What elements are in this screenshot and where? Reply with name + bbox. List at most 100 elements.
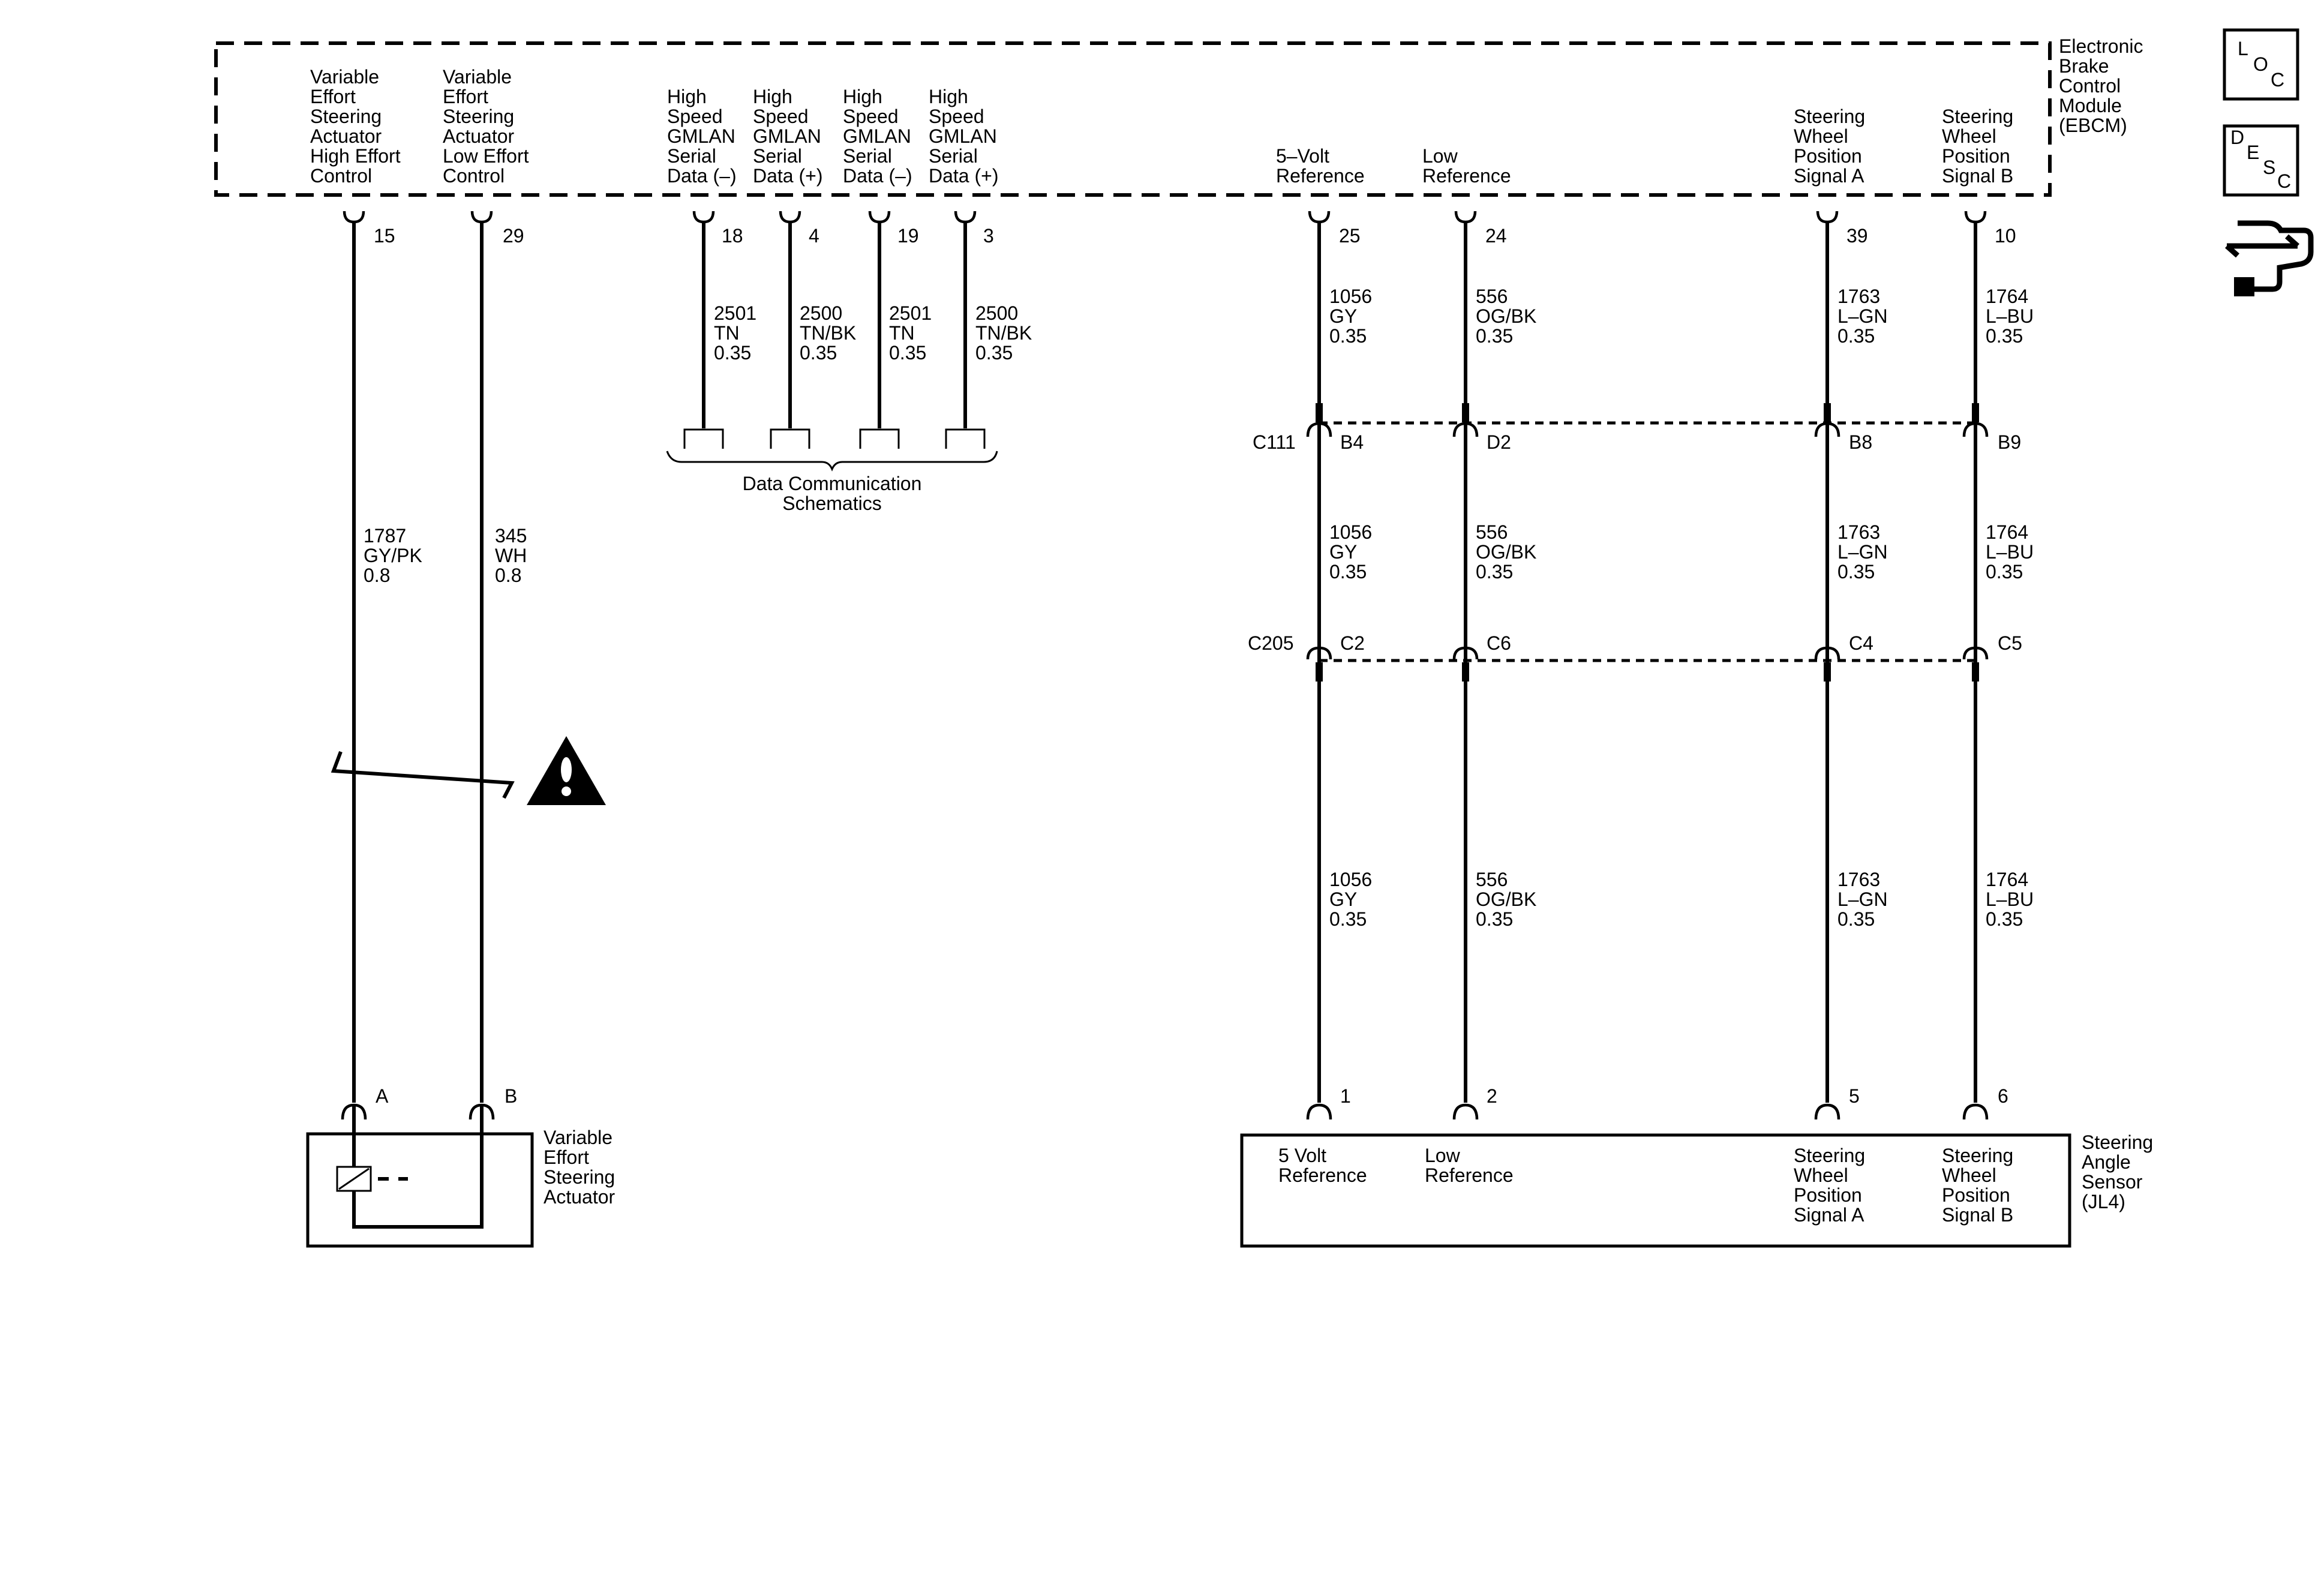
svg-text:Wheel: Wheel bbox=[1942, 1164, 1996, 1186]
svg-text:Serial: Serial bbox=[843, 145, 892, 167]
svg-text:Position: Position bbox=[1794, 145, 1862, 167]
svg-text:GY: GY bbox=[1329, 541, 1357, 563]
sensor-pin-label: Steering Wheel Position Signal B bbox=[1942, 1145, 2013, 1226]
svg-text:Data (+): Data (+) bbox=[753, 165, 822, 187]
svg-text:Data Communication: Data Communication bbox=[743, 473, 922, 494]
svg-text:556: 556 bbox=[1476, 869, 1508, 890]
connector-c111 bbox=[1306, 403, 1989, 437]
c205-pin-label: C2 bbox=[1340, 632, 1365, 654]
svg-text:O: O bbox=[2253, 53, 2268, 75]
svg-text:2500: 2500 bbox=[800, 302, 842, 324]
sensor-wires bbox=[1317, 222, 1977, 1103]
actuator-label: Variable Effort Steering Actuator bbox=[544, 1127, 615, 1208]
svg-text:Reference: Reference bbox=[1425, 1164, 1514, 1186]
svg-text:0.35: 0.35 bbox=[1986, 325, 2023, 347]
svg-text:Effort: Effort bbox=[443, 86, 488, 107]
connector-c205-label: C205 bbox=[1248, 632, 1294, 654]
svg-text:GMLAN: GMLAN bbox=[753, 125, 821, 147]
svg-text:Wheel: Wheel bbox=[1794, 125, 1848, 147]
svg-text:Speed: Speed bbox=[667, 106, 723, 127]
svg-text:Data (–): Data (–) bbox=[843, 165, 912, 187]
svg-text:0.35: 0.35 bbox=[1476, 325, 1513, 347]
ebcm-pin-number: 39 bbox=[1846, 225, 1868, 247]
ebcm-pin-number: 10 bbox=[1995, 225, 2016, 247]
svg-text:0.35: 0.35 bbox=[1476, 561, 1513, 583]
svg-text:OG/BK: OG/BK bbox=[1476, 305, 1536, 327]
wire-label-556: 556 OG/BK 0.35 bbox=[1476, 521, 1536, 583]
svg-text:GMLAN: GMLAN bbox=[843, 125, 911, 147]
svg-text:Low: Low bbox=[1422, 145, 1458, 167]
sensor-pin-label: Low Reference bbox=[1425, 1145, 1514, 1186]
wire-label-1056: 1056 GY 0.35 bbox=[1329, 286, 1372, 347]
svg-text:556: 556 bbox=[1476, 286, 1508, 307]
svg-text:0.35: 0.35 bbox=[975, 342, 1013, 364]
ebcm-terminal-18 bbox=[692, 211, 715, 224]
svg-text:1056: 1056 bbox=[1329, 869, 1372, 890]
svg-text:2501: 2501 bbox=[714, 302, 756, 324]
svg-text:L–BU: L–BU bbox=[1986, 541, 2034, 563]
svg-text:TN/BK: TN/BK bbox=[975, 322, 1032, 344]
ebcm-pin-label-3: High Speed GMLAN Serial Data (+) bbox=[929, 86, 998, 187]
svg-text:OG/BK: OG/BK bbox=[1476, 541, 1536, 563]
svg-text:Steering: Steering bbox=[1942, 1145, 2013, 1166]
svg-text:High: High bbox=[753, 86, 792, 107]
svg-text:TN: TN bbox=[714, 322, 740, 344]
svg-text:Steering: Steering bbox=[443, 106, 514, 127]
svg-text:1763: 1763 bbox=[1837, 869, 1880, 890]
svg-text:0.35: 0.35 bbox=[889, 342, 926, 364]
svg-text:0.35: 0.35 bbox=[1329, 325, 1367, 347]
data-wire-label: 2501 TN 0.35 bbox=[889, 302, 932, 364]
svg-text:Angle: Angle bbox=[2082, 1151, 2131, 1173]
loc-icon[interactable]: L O C bbox=[2223, 28, 2299, 101]
desc-icon[interactable]: D E S C bbox=[2223, 124, 2299, 197]
sensor-pin-number: 1 bbox=[1340, 1085, 1351, 1107]
svg-text:Signal A: Signal A bbox=[1794, 165, 1864, 187]
svg-text:Speed: Speed bbox=[753, 106, 809, 127]
ebcm-terminal-25 bbox=[1308, 211, 1331, 224]
svg-text:Reference: Reference bbox=[1278, 1164, 1367, 1186]
wire-label-1763: 1763 L–GN 0.35 bbox=[1837, 286, 1888, 347]
svg-text:GY/PK: GY/PK bbox=[364, 545, 422, 566]
wire-label-1764: 1764 L–BU 0.35 bbox=[1986, 521, 2034, 583]
svg-text:Electronic: Electronic bbox=[2059, 35, 2143, 57]
ebcm-terminal-19 bbox=[868, 211, 891, 224]
solenoid-symbol bbox=[336, 1105, 484, 1229]
svg-text:Schematics: Schematics bbox=[782, 493, 881, 514]
ebcm-terminal-4 bbox=[779, 211, 801, 224]
svg-text:L–GN: L–GN bbox=[1837, 541, 1888, 563]
data-wire-label: 2500 TN/BK 0.35 bbox=[800, 302, 856, 364]
svg-text:Position: Position bbox=[1942, 1184, 2010, 1206]
svg-text:Signal A: Signal A bbox=[1794, 1204, 1864, 1226]
svg-text:556: 556 bbox=[1476, 521, 1508, 543]
ebcm-pin-number: 4 bbox=[809, 225, 819, 247]
svg-text:Steering: Steering bbox=[1794, 106, 1865, 127]
svg-text:WH: WH bbox=[495, 545, 527, 566]
svg-text:OG/BK: OG/BK bbox=[1476, 888, 1536, 910]
connector-end-view-icon[interactable] bbox=[2225, 220, 2314, 296]
svg-text:2500: 2500 bbox=[975, 302, 1018, 324]
svg-text:0.35: 0.35 bbox=[1476, 908, 1513, 930]
connector-c205 bbox=[1306, 646, 1989, 682]
ebcm-terminal-15 bbox=[343, 211, 365, 224]
svg-text:Variable: Variable bbox=[544, 1127, 612, 1148]
ebcm-terminals bbox=[343, 211, 1987, 224]
svg-text:Speed: Speed bbox=[843, 106, 899, 127]
svg-text:S: S bbox=[2263, 157, 2275, 178]
svg-text:Steering: Steering bbox=[1942, 106, 2013, 127]
svg-text:1787: 1787 bbox=[364, 525, 406, 547]
svg-text:Effort: Effort bbox=[310, 86, 356, 107]
svg-text:High: High bbox=[929, 86, 968, 107]
svg-text:Serial: Serial bbox=[753, 145, 802, 167]
wire-label-1764: 1764 L–BU 0.35 bbox=[1986, 869, 2034, 930]
c111-pin-label: B4 bbox=[1340, 431, 1364, 453]
svg-text:TN/BK: TN/BK bbox=[800, 322, 856, 344]
twisted-pair-marker bbox=[331, 751, 515, 799]
svg-text:Serial: Serial bbox=[929, 145, 978, 167]
svg-text:Control: Control bbox=[310, 165, 372, 187]
data-communication-reference: Data Communication Schematics bbox=[743, 473, 922, 514]
svg-text:Steering: Steering bbox=[310, 106, 382, 127]
c205-pin-label: C6 bbox=[1487, 632, 1511, 654]
sensor-pin-label: 5 Volt Reference bbox=[1278, 1145, 1367, 1186]
ebcm-pin-label-19: High Speed GMLAN Serial Data (–) bbox=[843, 86, 912, 187]
